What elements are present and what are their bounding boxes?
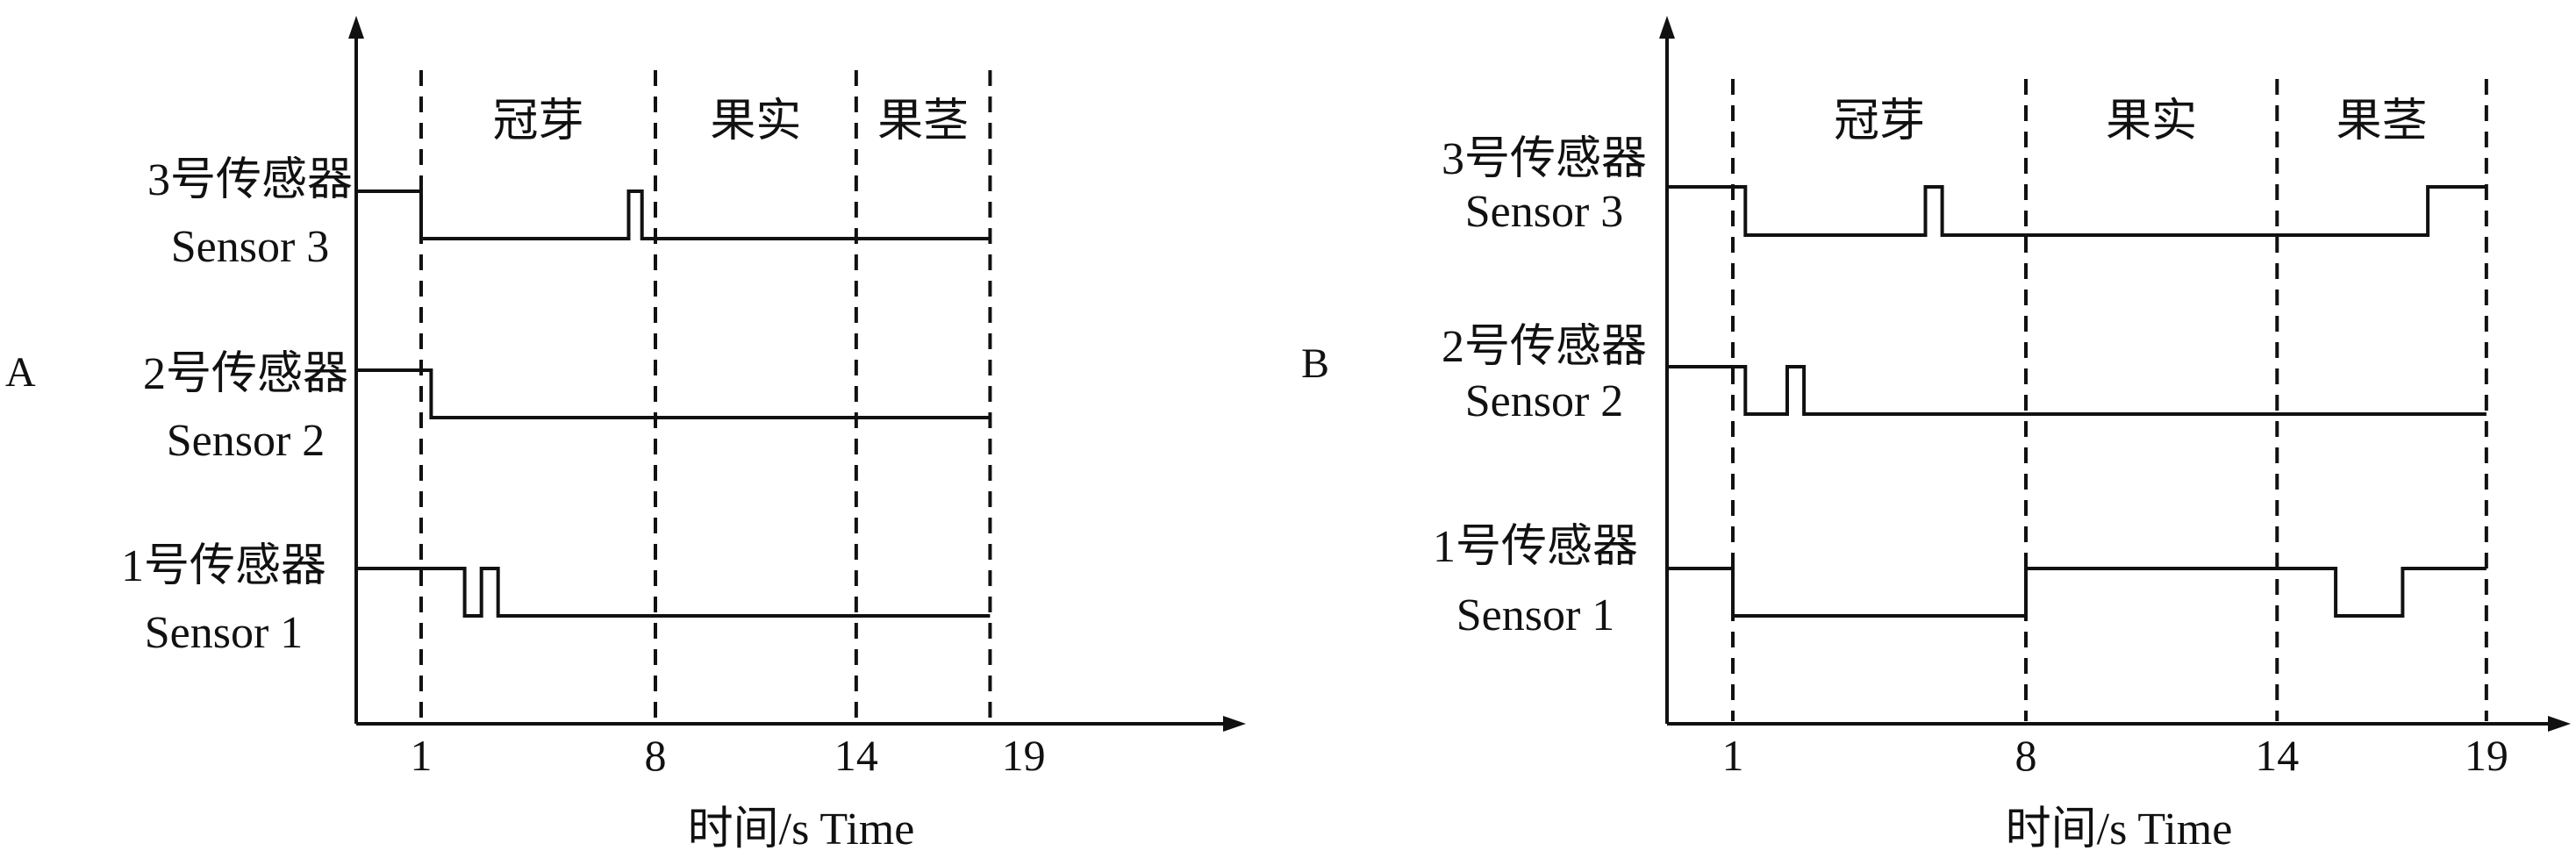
x-axis-arrow	[1223, 716, 1246, 732]
x-axis-arrow	[2548, 716, 2571, 732]
x-tick-label-8: 8	[2015, 731, 2037, 780]
x-tick-label-19: 19	[1002, 731, 1046, 780]
phase-label-2: 果实	[2106, 97, 2197, 147]
y-axis-arrow	[1659, 16, 1675, 39]
x-tick-label-8: 8	[645, 731, 667, 780]
sensor-label-cn-1: 1号传感器	[1433, 522, 1638, 572]
phase-label-3: 果茎	[877, 97, 969, 147]
signal-trace-1	[356, 567, 991, 618]
y-axis-arrow	[348, 16, 364, 39]
chart-panel-a: 冠芽 果实 果茎 3号传感器 Sensor 3 2号传感器 Sensor 2 1号传感器 Sen…	[5, 16, 1246, 854]
signal-trace-2	[356, 368, 991, 419]
x-tick-label-19: 19	[2465, 731, 2508, 780]
phase-label-2: 果实	[710, 97, 801, 147]
panel-label: A	[5, 349, 36, 396]
sensor-label-cn-2: 2号传感器	[143, 349, 348, 399]
signal-trace-3	[356, 189, 991, 240]
phase-label-1: 冠芽	[1834, 97, 1925, 147]
sensor-label-cn-1: 1号传感器	[121, 541, 326, 591]
x-tick-label-14: 14	[834, 731, 878, 780]
phase-label-3: 果茎	[2336, 97, 2428, 147]
x-axis-title: 时间/s Time	[2006, 804, 2233, 854]
sensor-label-cn-3: 3号传感器	[1442, 134, 1647, 184]
sensor-label-en-3: Sensor 3	[171, 222, 330, 272]
sensor-label-en-2: Sensor 2	[167, 416, 326, 466]
signal-trace-2	[1667, 365, 2487, 416]
sensor-label-en-1: Sensor 1	[145, 608, 304, 658]
x-tick-label-14: 14	[2255, 731, 2299, 780]
sensor-label-cn-2: 2号传感器	[1442, 322, 1647, 372]
x-tick-label-1: 1	[1722, 731, 1744, 780]
sensor-label-en-3: Sensor 3	[1465, 187, 1624, 237]
signal-trace-3	[1667, 185, 2487, 237]
sensor-label-cn-3: 3号传感器	[147, 155, 353, 205]
panel-label: B	[1301, 340, 1329, 387]
phase-label-1: 冠芽	[492, 97, 583, 147]
sensor-label-en-2: Sensor 2	[1465, 376, 1624, 426]
sensor-label-en-1: Sensor 1	[1456, 590, 1615, 640]
signal-trace-1	[1667, 567, 2487, 618]
x-axis-title: 时间/s Time	[688, 804, 915, 854]
x-tick-label-1: 1	[411, 731, 433, 780]
